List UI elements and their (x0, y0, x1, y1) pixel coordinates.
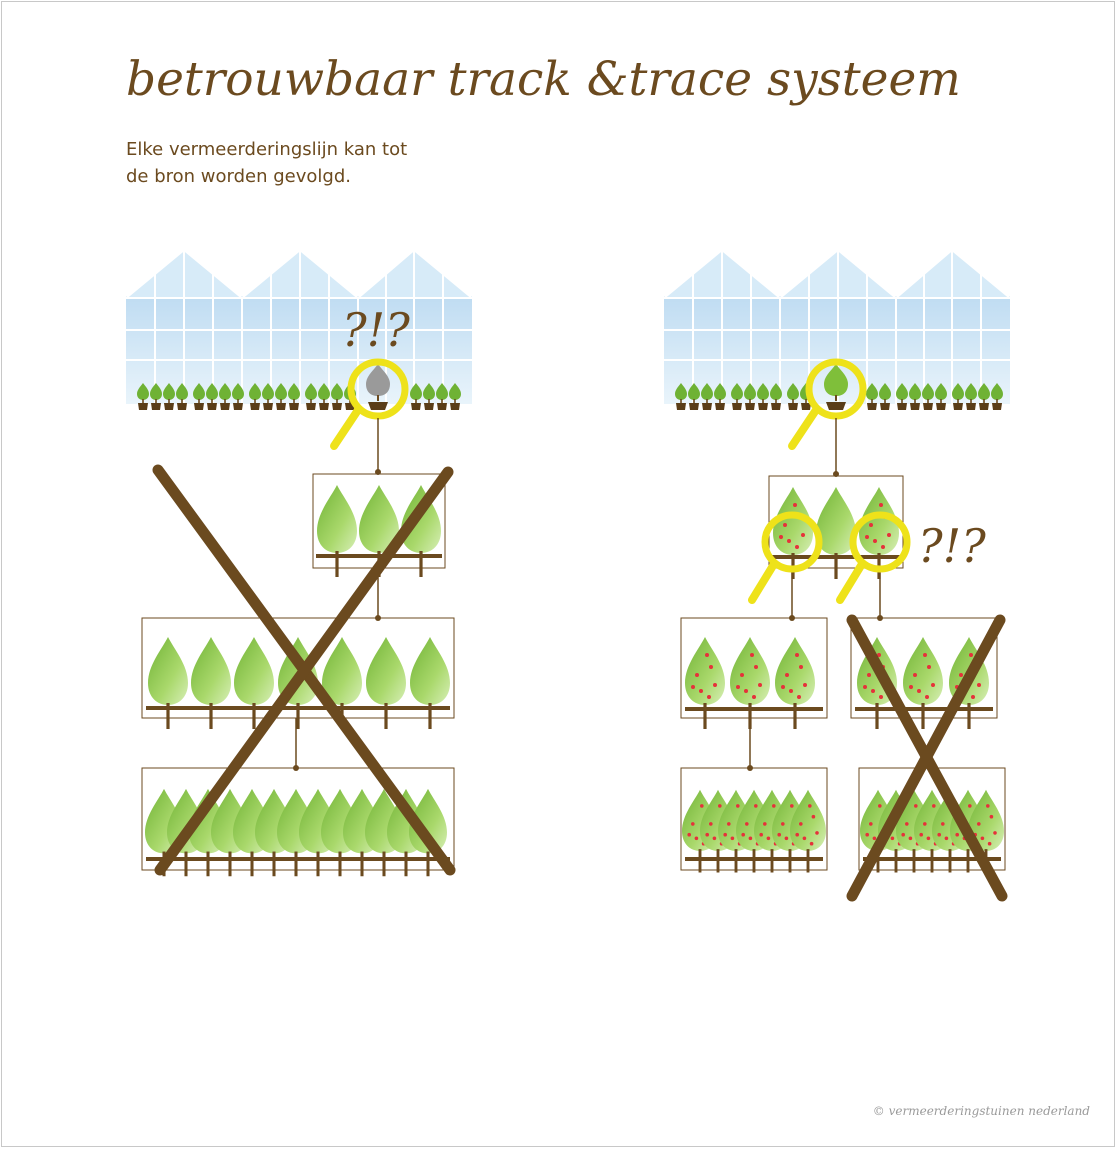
magnifier-icon (748, 511, 823, 604)
magnifier-icon (330, 358, 409, 450)
cross-icon (152, 464, 456, 876)
generation-3-traceable-box (680, 767, 828, 873)
subtitle-line-2: de bron worden gevolgd. (126, 166, 351, 187)
page-title: betrouwbaar track &trace systeem (126, 52, 961, 107)
traced-mother-plant (824, 364, 848, 410)
greenhouse-icon (125, 248, 473, 410)
right-lineage: ?!? (663, 248, 1011, 902)
unknown-mother-plant (366, 364, 390, 410)
right-question-mark: ?!? (918, 519, 986, 573)
generation-2-box (141, 617, 455, 729)
generation-1-box (768, 475, 904, 579)
magnifier-icon (788, 358, 867, 450)
magnifier-icon (836, 511, 911, 604)
left-question-mark: ?!? (342, 303, 410, 357)
generation-2-untraceable-box (850, 617, 998, 729)
generation-3-box (141, 767, 455, 877)
subtitle-line-1: Elke vermeerderingslijn kan tot (126, 139, 408, 160)
cross-icon (846, 614, 1008, 902)
generation-2-traceable-box (680, 617, 828, 729)
page-subtitle: Elke vermeerderingslijn kan tot de bron … (126, 136, 466, 190)
left-lineage: ?!? (125, 248, 473, 877)
copyright-notice: © vermeerderingstuinen nederland (872, 1104, 1090, 1118)
